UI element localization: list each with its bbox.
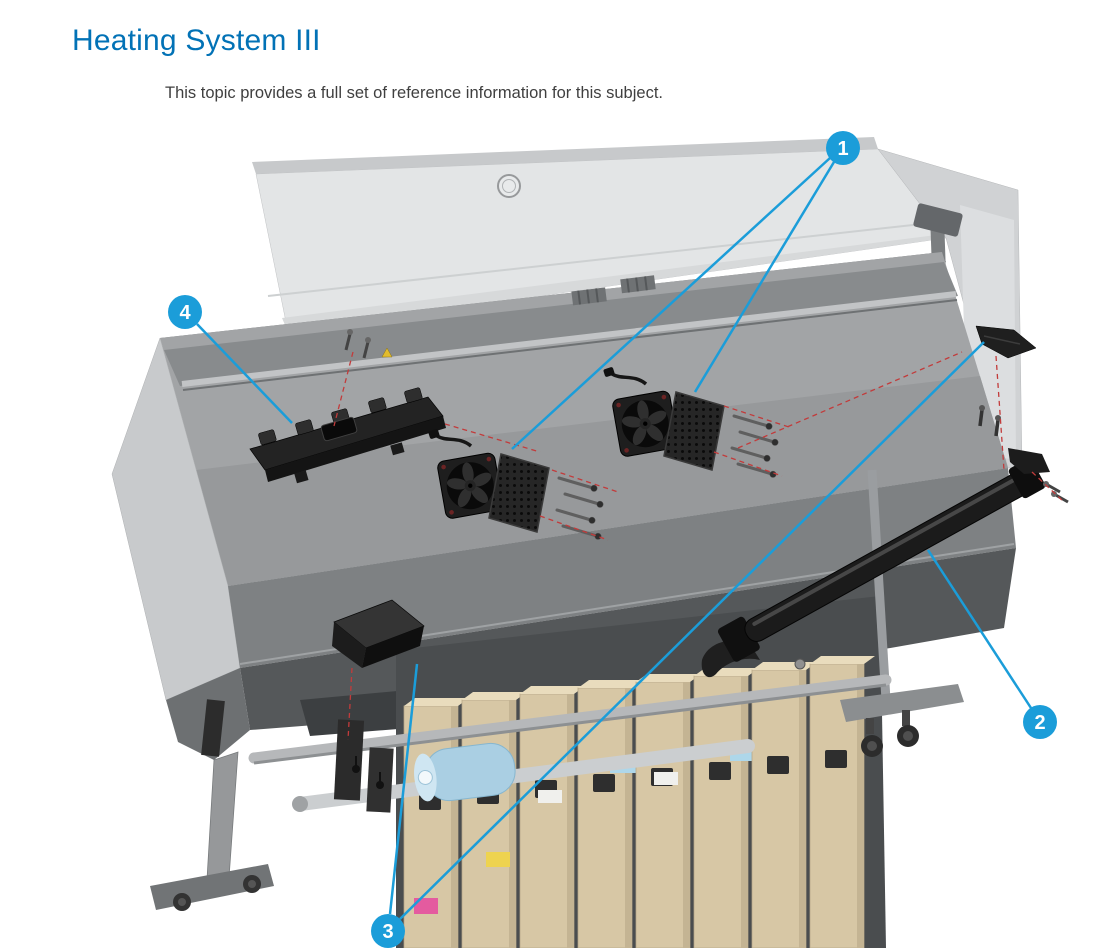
ink-cartridge <box>461 692 527 948</box>
leader-3-to-funnel <box>388 663 419 915</box>
page-subtitle: This topic provides a full set of refere… <box>165 84 663 102</box>
leader-1-to-right-fan <box>693 161 836 393</box>
ink-cartridge <box>577 680 643 948</box>
left-sensor-mounts <box>333 719 394 813</box>
leader-1-to-left-fan <box>511 157 831 450</box>
callout-1: 1 <box>826 131 860 165</box>
callout-1-number: 1 <box>837 138 848 160</box>
callout-leader-lines <box>196 157 1033 920</box>
stand-right <box>840 469 964 757</box>
callout-3-number: 3 <box>382 921 393 943</box>
page-title: Heating System III <box>72 24 321 57</box>
leader-2-to-bar <box>926 549 1033 709</box>
rear-vents <box>571 275 656 306</box>
callout-2-number: 2 <box>1034 712 1045 734</box>
bracket-screws <box>344 329 371 359</box>
leader-3-to-right-clip <box>399 341 985 920</box>
callout-4-number: 4 <box>179 302 191 324</box>
stand-left <box>150 699 274 911</box>
media-roll <box>414 742 516 802</box>
ink-cartridge <box>519 686 585 948</box>
callout-2: 2 <box>1023 705 1057 739</box>
callout-3: 3 <box>371 914 405 948</box>
ink-cartridge-bay <box>396 596 886 948</box>
ink-cartridge <box>635 674 701 948</box>
right-spittoon-clip <box>975 325 1037 437</box>
ink-cartridge <box>751 662 817 948</box>
alignment-guides <box>333 351 1065 741</box>
callout-badges: 1 2 3 4 <box>168 131 1057 948</box>
leader-4-to-bracket <box>196 323 293 424</box>
warning-label-icon <box>381 347 393 358</box>
hp-logo-icon <box>497 174 521 198</box>
heater-bracket <box>249 387 446 484</box>
deck <box>160 252 1008 628</box>
left-spittoon-funnel <box>332 599 425 668</box>
ink-cartridge <box>693 668 759 948</box>
callout-4: 4 <box>168 295 202 329</box>
tension-bar <box>701 448 1069 678</box>
